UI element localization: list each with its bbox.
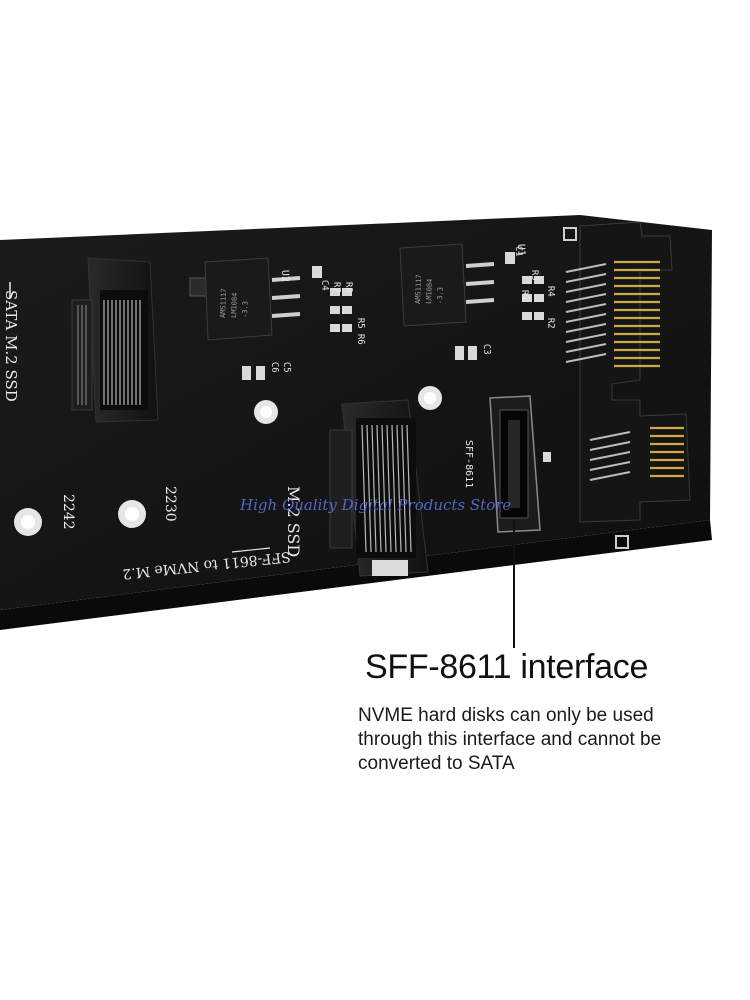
part-label-c5: C5 — [281, 362, 291, 373]
size-2230-label: 2230 — [162, 486, 178, 522]
mounting-holes — [14, 386, 442, 536]
pcb-edge — [0, 520, 712, 630]
callout-title: SFF-8611 interface — [365, 648, 649, 686]
voltage-regulator-u1: AMS1117 LM1084 -3.3 U1 — [399, 243, 526, 327]
u2-chip-marking-3: -3.3 — [241, 301, 250, 318]
adapter-board-photo: AMS1117 LM1084 -3.3 U2 AMS1117 LM1084 -3… — [0, 215, 712, 648]
u1-chip-marking: AMS1117 — [414, 274, 423, 304]
m2-ssd-label: M.2 SSD — [284, 486, 303, 557]
callout-line-2: through this interface and cannot be — [358, 729, 662, 750]
u2-chip-marking: AMS1117 — [219, 288, 228, 318]
size-2242-label: 2242 — [60, 494, 76, 530]
part-label-r8: R8 — [343, 282, 353, 293]
sata-connector — [563, 221, 691, 549]
u2-chip-marking-2: LM1084 — [230, 293, 239, 319]
callout-line-1: NVME hard disks can only be used — [358, 705, 654, 726]
store-watermark: High Quality Digital Products Store — [239, 496, 511, 514]
part-label-c6: C6 — [269, 362, 279, 373]
part-label-c4: C4 — [319, 280, 329, 291]
sata-m2-socket — [71, 257, 159, 423]
part-label-r7: R7 — [331, 282, 341, 293]
sff-port-label: SFF-8611 — [463, 440, 474, 488]
nvme-m2-socket — [329, 399, 429, 577]
u1-chip-marking-2: LM1084 — [425, 279, 434, 305]
voltage-regulator-u2: AMS1117 LM1084 -3.3 U2 — [189, 257, 301, 341]
part-label-c1: C1 — [513, 246, 523, 257]
sff-8611-port — [489, 395, 551, 533]
callout-line-3: converted to SATA — [358, 753, 515, 774]
direction-arrow — [231, 547, 271, 553]
u1-label: U1 — [515, 244, 526, 256]
part-label-r1: R1 — [519, 290, 529, 301]
part-label-r4: R4 — [545, 286, 555, 297]
part-label-r5: R5 — [355, 318, 365, 329]
part-label-r3: R3 — [529, 270, 539, 281]
u2-label: U2 — [279, 270, 290, 282]
callout-description: NVME hard disks can only be used through… — [358, 704, 738, 776]
sata-m2-ssd-label: SATA M.2 SSD — [2, 290, 20, 402]
passive-components — [242, 252, 544, 380]
part-label-c3: C3 — [481, 344, 491, 355]
u1-chip-marking-3: -3.3 — [436, 287, 445, 304]
part-label-r6: R6 — [355, 334, 365, 345]
part-label-r2: R2 — [545, 318, 555, 329]
